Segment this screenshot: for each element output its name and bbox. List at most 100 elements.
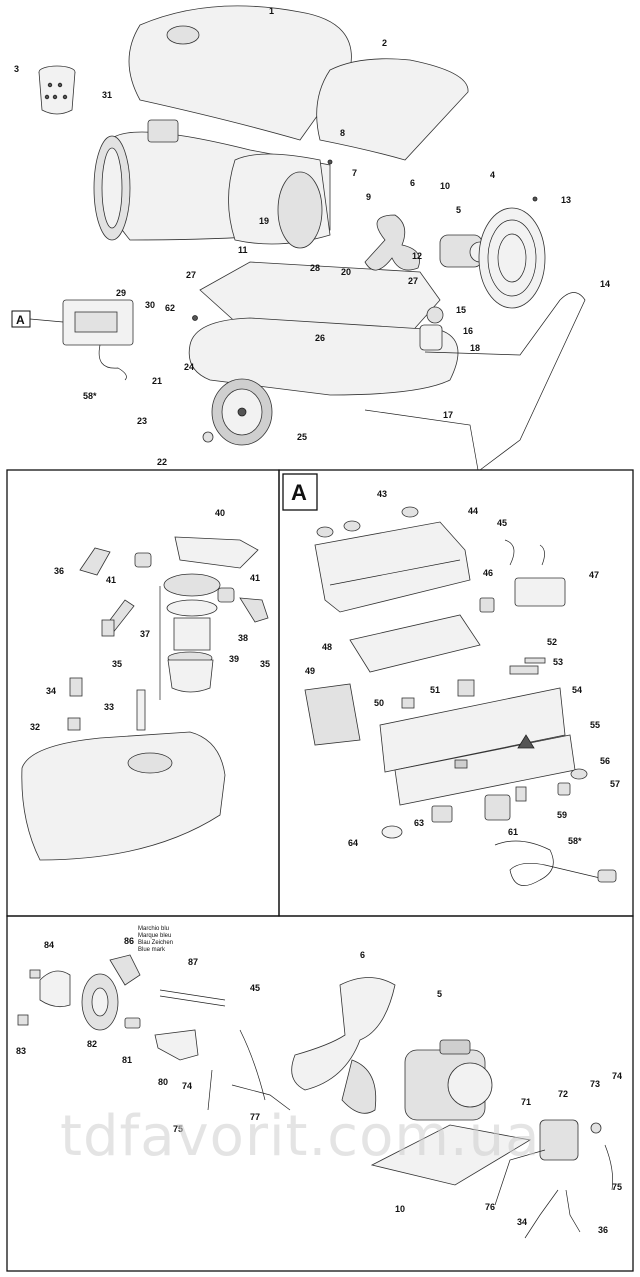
label-26: 26 <box>315 333 325 343</box>
label-32: 32 <box>30 722 40 732</box>
label-10: 10 <box>440 181 450 191</box>
label-9: 9 <box>366 192 371 202</box>
label-51: 51 <box>430 685 440 695</box>
label-12: 12 <box>412 251 422 261</box>
label-55: 55 <box>590 720 600 730</box>
color-label-de: Blau Zeichen <box>138 940 173 946</box>
frame-burner-fan <box>6 915 634 1272</box>
label-34: 34 <box>46 686 56 696</box>
label-48: 48 <box>322 642 332 652</box>
burner-fan-labels: 84 86 Marchio blu Marque bleu Blau Zeich… <box>16 926 622 1235</box>
label-87: 87 <box>188 957 198 967</box>
label-64: 64 <box>348 838 358 848</box>
label-58-box: 58* <box>568 836 582 846</box>
label-44: 44 <box>468 506 478 516</box>
filter <box>419 324 443 351</box>
label-53: 53 <box>553 657 563 667</box>
label-3: 3 <box>14 64 19 74</box>
label-84: 84 <box>44 940 54 950</box>
fitting-32 <box>67 717 81 731</box>
fan-blade <box>364 214 421 271</box>
label-22: 22 <box>157 457 167 467</box>
label-15: 15 <box>456 305 466 315</box>
label-41-left: 41 <box>106 575 116 585</box>
fan-impeller <box>291 977 396 1091</box>
label-13: 13 <box>561 195 571 205</box>
filler-cap <box>426 306 444 324</box>
label-14: 14 <box>600 279 610 289</box>
label-77: 77 <box>250 1112 260 1122</box>
elbow-fitting-right <box>239 597 269 623</box>
label-71: 71 <box>521 1097 531 1107</box>
fan-guard <box>478 207 546 309</box>
label-29: 29 <box>116 288 126 298</box>
label-4: 4 <box>490 170 495 180</box>
label-83: 83 <box>16 1046 26 1056</box>
label-6-b: 6 <box>360 950 365 960</box>
control-housing <box>314 521 471 613</box>
label-2: 2 <box>382 38 387 48</box>
label-35-left: 35 <box>112 659 122 669</box>
label-82: 82 <box>87 1039 97 1049</box>
color-label-en: Blue mark <box>138 947 166 953</box>
suction-pipe <box>136 689 146 731</box>
switch <box>431 805 453 823</box>
label-72: 72 <box>558 1089 568 1099</box>
label-49: 49 <box>305 666 315 676</box>
fuel-system-labels: 36 41 41 40 37 38 39 35 35 34 33 32 <box>30 508 270 732</box>
elbow-fitting-left <box>79 547 111 576</box>
label-86: 86 <box>124 936 134 946</box>
color-label-it: Marchio blu <box>138 926 169 932</box>
label-28: 28 <box>310 263 320 273</box>
clamp-ring <box>39 970 71 1008</box>
fitting-34 <box>69 677 83 697</box>
handle-frame <box>424 292 586 471</box>
label-38: 38 <box>238 633 248 643</box>
label-76: 76 <box>485 1202 495 1212</box>
label-33: 33 <box>104 702 114 712</box>
label-40: 40 <box>215 508 225 518</box>
label-30: 30 <box>145 300 155 310</box>
label-75-b: 75 <box>612 1182 622 1192</box>
label-41-right: 41 <box>250 573 260 583</box>
flue-pipe <box>147 119 179 143</box>
burner-fan-assembly <box>17 954 614 1239</box>
label-56: 56 <box>600 756 610 766</box>
inner-panel <box>379 687 566 773</box>
fuel-filter <box>163 573 221 693</box>
label-36: 36 <box>54 566 64 576</box>
wheel-washer <box>202 431 214 443</box>
label-43: 43 <box>377 489 387 499</box>
label-35-right: 35 <box>260 659 270 669</box>
label-58-main: 58* <box>83 391 97 401</box>
control-box-exploded: A <box>282 473 617 886</box>
label-10-b: 10 <box>395 1204 405 1214</box>
label-50: 50 <box>374 698 384 708</box>
cover-hole <box>166 25 200 45</box>
power-cable <box>98 344 127 381</box>
color-label-fr: Marque bleu <box>138 933 171 939</box>
marker-a-small: A <box>16 313 25 327</box>
marker-a-large: A <box>291 480 307 505</box>
label-25: 25 <box>297 432 307 442</box>
label-8: 8 <box>340 128 345 138</box>
label-57: 57 <box>610 779 620 789</box>
label-63: 63 <box>414 818 424 828</box>
control-box <box>62 299 134 346</box>
label-5-b: 5 <box>437 989 442 999</box>
label-18: 18 <box>470 343 480 353</box>
label-74-a: 74 <box>182 1081 192 1091</box>
electrode-block <box>109 954 141 986</box>
chimney-cap <box>38 65 76 115</box>
label-52: 52 <box>547 637 557 647</box>
front-cover <box>316 58 469 161</box>
mounting-plate <box>349 614 481 673</box>
label-59: 59 <box>557 810 567 820</box>
capillary-tubes <box>504 539 545 566</box>
fuel-system <box>21 536 269 861</box>
control-box-labels: 43 44 45 46 47 48 49 50 51 52 53 54 55 5… <box>305 489 620 848</box>
relay-box <box>514 577 566 607</box>
main-assembly <box>38 5 586 471</box>
label-36-b: 36 <box>598 1225 608 1235</box>
label-7: 7 <box>352 168 357 178</box>
